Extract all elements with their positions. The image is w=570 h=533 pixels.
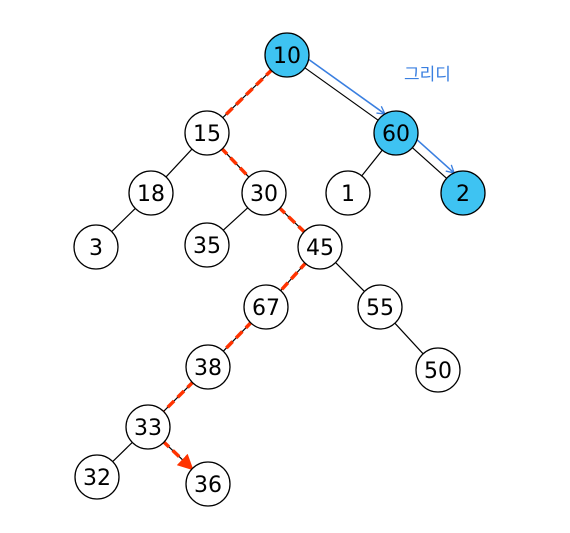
- tree-node-32: 32: [74, 454, 120, 500]
- tree-node-45: 45: [297, 224, 343, 270]
- edge-n60-n1: [361, 149, 383, 177]
- edge-n10-n60: [304, 67, 379, 121]
- tree-node-35: 35: [184, 222, 230, 268]
- tree-node-50: 50: [415, 347, 461, 393]
- node-circle: [185, 344, 231, 390]
- edge-n33-n32: [112, 441, 133, 463]
- path-segment-n15-n30: [219, 146, 252, 180]
- node-label: 10: [273, 44, 301, 69]
- node-circle: [373, 110, 419, 156]
- tree-node-3: 3: [73, 224, 119, 270]
- node-label: 1: [341, 182, 355, 207]
- node-circle: [243, 284, 289, 330]
- node-label: 60: [382, 122, 410, 147]
- path-segment-n67-n38: [220, 320, 254, 354]
- node-label: 35: [193, 234, 221, 259]
- tree-node-15: 15: [184, 110, 230, 156]
- edge-n30-n35: [222, 207, 249, 231]
- tree-node-38: 38: [185, 344, 231, 390]
- edge-n45-n55: [335, 262, 365, 292]
- node-label: 50: [424, 359, 452, 384]
- node-circle: [325, 170, 371, 216]
- tree-node-36: 36: [185, 461, 231, 507]
- node-circle: [128, 170, 174, 216]
- node-circle: [241, 170, 287, 216]
- edge-n55-n50: [394, 322, 424, 355]
- node-label: 38: [194, 356, 222, 381]
- node-label: 67: [252, 296, 280, 321]
- node-label: 30: [250, 182, 278, 207]
- tree-node-55: 55: [357, 284, 403, 330]
- node-label: 15: [193, 122, 221, 147]
- node-circle: [184, 222, 230, 268]
- tree-node-33: 33: [125, 404, 171, 450]
- path-segment-n30-n45: [277, 205, 307, 235]
- greedy-arrow-n60-n2: [414, 137, 456, 174]
- node-label: 45: [306, 236, 334, 261]
- tree-node-18: 18: [128, 170, 174, 216]
- node-label: 32: [83, 466, 111, 491]
- node-circle: [440, 170, 486, 216]
- path-segment-n38-n33: [160, 379, 196, 415]
- path-segment-n45-n67: [278, 260, 308, 294]
- node-circle: [185, 461, 231, 507]
- tree-node-2: 2: [440, 170, 486, 216]
- node-label: 18: [137, 182, 165, 207]
- edge-n18-n3: [111, 207, 136, 233]
- node-circle: [184, 110, 230, 156]
- tree-node-10: 10: [264, 32, 310, 78]
- node-label: 36: [194, 473, 222, 498]
- node-circle: [125, 404, 171, 450]
- greedy-label: 그리디: [404, 65, 451, 85]
- node-circle: [264, 32, 310, 78]
- node-label: 2: [456, 182, 470, 207]
- path-segment-n10-n15: [220, 67, 274, 121]
- node-label: 55: [366, 296, 394, 321]
- edge-n60-n2: [411, 147, 448, 179]
- tree-node-67: 67: [243, 284, 289, 330]
- node-circle: [415, 347, 461, 393]
- node-circle: [74, 454, 120, 500]
- edge-n15-n18: [165, 148, 193, 178]
- node-circle: [297, 224, 343, 270]
- tree-node-30: 30: [241, 170, 287, 216]
- path-segment-n33-n36: [161, 439, 194, 471]
- node-circle: [357, 284, 403, 330]
- node-label: 33: [134, 416, 162, 441]
- node-label: 3: [89, 236, 103, 261]
- node-circle: [73, 224, 119, 270]
- greedy-arrow-n10-n60: [306, 57, 387, 115]
- tree-node-60: 60: [373, 110, 419, 156]
- tree-node-1: 1: [325, 170, 371, 216]
